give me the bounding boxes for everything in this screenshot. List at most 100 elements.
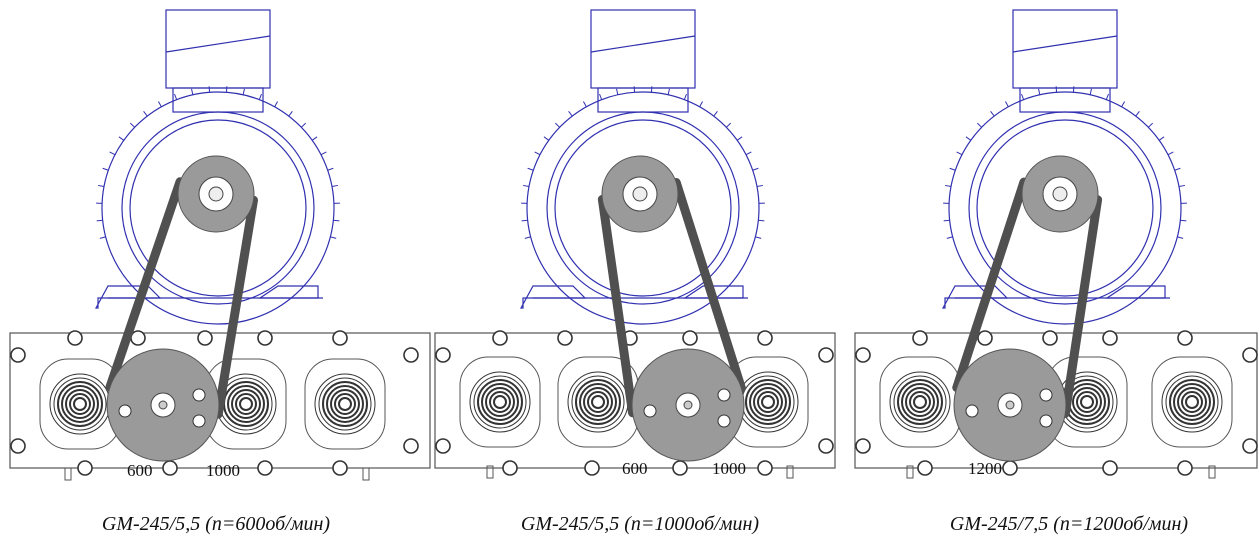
- pulley-bolt-hole: [965, 404, 979, 418]
- bearing-ring: [1177, 387, 1207, 417]
- mounting-hole: [912, 330, 928, 346]
- cooling-fin: [667, 88, 670, 95]
- cooling-fin: [330, 236, 337, 239]
- cooling-fin: [331, 184, 338, 188]
- cooling-fin: [242, 88, 245, 95]
- motor-housing-inner: [129, 119, 307, 297]
- bearing-flange: [459, 356, 541, 448]
- cooling-fin: [758, 219, 765, 222]
- bearing-ring: [745, 379, 791, 425]
- pulley-bolt-hole: [192, 388, 206, 402]
- bearing-ring: [905, 387, 935, 417]
- mounting-hole: [1177, 460, 1193, 476]
- motor-foot-left: [94, 285, 162, 309]
- cooling-fin: [1178, 184, 1185, 188]
- speed-label-600: 600: [622, 459, 648, 478]
- cooling-fin: [129, 122, 135, 128]
- bearing-ring: [493, 395, 507, 409]
- mounting-hole: [757, 460, 773, 476]
- cooling-fin: [1177, 236, 1184, 239]
- cooling-fin: [756, 184, 763, 188]
- belt-strand: [597, 194, 638, 418]
- cooling-fin: [98, 184, 105, 188]
- bearing-ring: [73, 397, 87, 411]
- cooling-fin: [521, 219, 528, 222]
- cooling-fin: [990, 111, 995, 117]
- bearing-flange: [304, 358, 386, 450]
- speed-label-1000: 1000: [712, 459, 746, 478]
- cooling-fin: [1121, 101, 1126, 108]
- mounting-hole: [818, 438, 834, 454]
- bearing-ring: [753, 387, 783, 417]
- bearing-ring: [322, 381, 368, 427]
- mounting-hole: [77, 460, 93, 476]
- driven-pulley-bore: [1005, 400, 1015, 410]
- caption-assembly-1: GM-245/5,5 (n=600об/мин): [102, 513, 331, 535]
- cooling-fin: [534, 151, 541, 156]
- cooling-fin: [191, 88, 194, 95]
- cooling-fin: [1135, 111, 1140, 117]
- bearing-ring: [587, 391, 609, 413]
- cooling-fin: [311, 136, 318, 141]
- mounting-hole: [1102, 460, 1118, 476]
- mounting-hole: [584, 460, 600, 476]
- mounting-hole: [435, 347, 451, 363]
- cooling-fin: [99, 236, 106, 239]
- motor-frame: [101, 91, 335, 325]
- mounting-hole: [1002, 460, 1018, 476]
- bearing-ring: [473, 375, 527, 429]
- mounting-hole: [257, 330, 273, 346]
- cooling-fin: [945, 184, 952, 188]
- driven-pulley-bore: [683, 400, 693, 410]
- cooling-fin: [736, 136, 743, 141]
- bearing-ring: [579, 383, 617, 421]
- bearing-ring: [334, 393, 356, 415]
- motor-shaft: [632, 186, 648, 202]
- cooling-fin: [554, 122, 560, 128]
- bearing-ring: [1161, 371, 1223, 433]
- cooling-fin: [333, 219, 340, 222]
- mounting-hole: [757, 330, 773, 346]
- cooling-fin: [568, 111, 573, 117]
- plate-foot: [64, 467, 72, 481]
- bearing-ring: [575, 379, 621, 425]
- pulley-bolt-hole: [717, 414, 731, 428]
- mounting-hole: [855, 347, 871, 363]
- motor-housing: [968, 111, 1162, 305]
- pulley-bolt-hole: [118, 404, 132, 418]
- bearing-ring: [909, 391, 931, 413]
- bearing-ring: [53, 377, 107, 431]
- bearing-ring: [227, 385, 265, 423]
- mounting-hole: [682, 330, 698, 346]
- bearing-ring: [901, 383, 939, 421]
- bearing-ring: [1173, 383, 1211, 421]
- cooling-fin: [1180, 219, 1187, 222]
- bearing-ring: [326, 385, 364, 423]
- bearing-ring: [481, 383, 519, 421]
- terminal-box-line: [590, 35, 696, 53]
- caption-assembly-2: GM-245/5,5 (n=1000об/мин): [521, 513, 760, 535]
- bearing-ring: [477, 379, 523, 425]
- cooling-fin: [683, 93, 687, 100]
- bearing-ring: [57, 381, 103, 427]
- mounting-hole: [67, 330, 83, 346]
- cooling-fin: [1004, 101, 1009, 108]
- mounting-hole: [672, 460, 688, 476]
- motor-housing-inner: [976, 119, 1154, 297]
- motor-shaft: [208, 186, 224, 202]
- bearing-ring: [913, 395, 927, 409]
- cooling-fin: [1158, 136, 1165, 141]
- bearing-ring: [583, 387, 613, 417]
- assembly-600rpm: [9, 9, 431, 481]
- assembly-1000rpm: [434, 9, 836, 479]
- bearing-ring: [235, 393, 257, 415]
- cooling-fin: [943, 219, 950, 222]
- cooling-fin: [274, 101, 279, 108]
- cooling-fin: [582, 101, 587, 108]
- cooling-fin: [965, 136, 972, 141]
- bearing-ring: [893, 375, 947, 429]
- mounting-hole: [10, 438, 26, 454]
- bearing-ring: [591, 395, 605, 409]
- bearing-ring: [889, 371, 951, 433]
